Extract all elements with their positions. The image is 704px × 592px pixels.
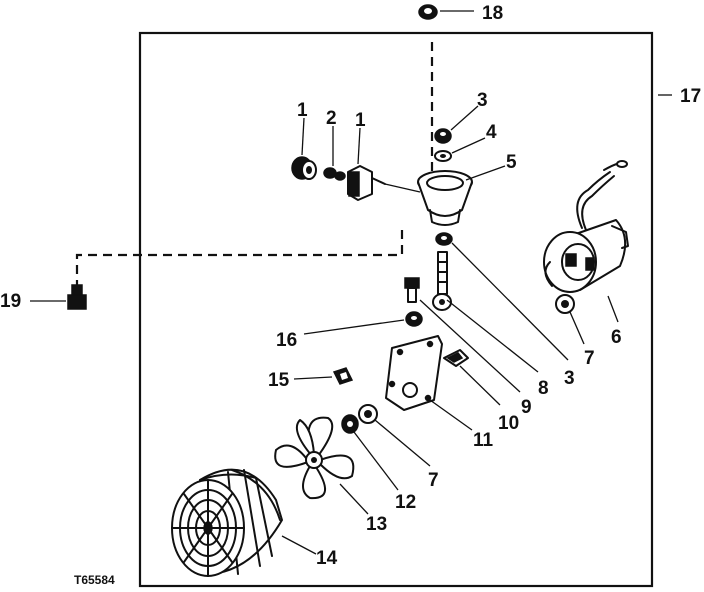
mounting-bracket-11 — [385, 335, 443, 411]
nut-18 — [418, 4, 438, 20]
dashed-line-bolt-19 — [75, 230, 404, 285]
clip-10 — [443, 349, 469, 367]
washer-7-lower — [358, 404, 378, 424]
callout-18: 18 — [482, 3, 503, 24]
callout-3-upper: 3 — [477, 90, 488, 111]
washer-7-upper — [555, 294, 575, 314]
callout-16: 16 — [276, 330, 297, 351]
callout-5: 5 — [506, 152, 517, 173]
hub-nut-12 — [341, 414, 359, 434]
callout-6: 6 — [611, 327, 622, 348]
callout-9: 9 — [521, 397, 532, 418]
bushing-1-left — [291, 156, 317, 180]
callout-15: 15 — [268, 370, 290, 391]
callout-12: 12 — [395, 492, 416, 513]
clip-nut-15 — [332, 367, 354, 385]
callout-19: 19 — [0, 291, 21, 312]
figure-id: T65584 — [74, 573, 115, 587]
eye-bolt-8 — [432, 251, 452, 311]
bolt-19 — [67, 284, 87, 310]
kit-border — [138, 31, 654, 588]
callout-17: 17 — [680, 86, 701, 107]
callout-4: 4 — [486, 122, 497, 143]
callout-10: 10 — [498, 413, 519, 434]
fan-blade-13 — [274, 416, 355, 500]
callout-14: 14 — [316, 548, 338, 569]
callout-13: 13 — [366, 514, 387, 535]
callout-2: 2 — [326, 108, 337, 129]
callout-3-lower: 3 — [564, 368, 575, 389]
callout-1-left: 1 — [297, 100, 308, 121]
washer-4 — [434, 150, 452, 162]
fan-guard-14 — [171, 468, 283, 577]
motor-6 — [543, 160, 629, 293]
callout-7-lower: 7 — [428, 470, 439, 491]
spacer-2 — [323, 167, 346, 181]
callout-7-upper: 7 — [584, 348, 595, 369]
callout-8: 8 — [538, 378, 549, 399]
callout-1-right: 1 — [355, 110, 366, 131]
callout-11: 11 — [473, 430, 494, 451]
cap-screw-9 — [404, 277, 420, 303]
nut-16 — [405, 311, 423, 327]
bracket-block-1-right — [347, 165, 386, 201]
nut-3-lower — [435, 232, 453, 246]
cup-housing-5 — [417, 170, 473, 226]
nut-3-upper — [434, 128, 452, 144]
